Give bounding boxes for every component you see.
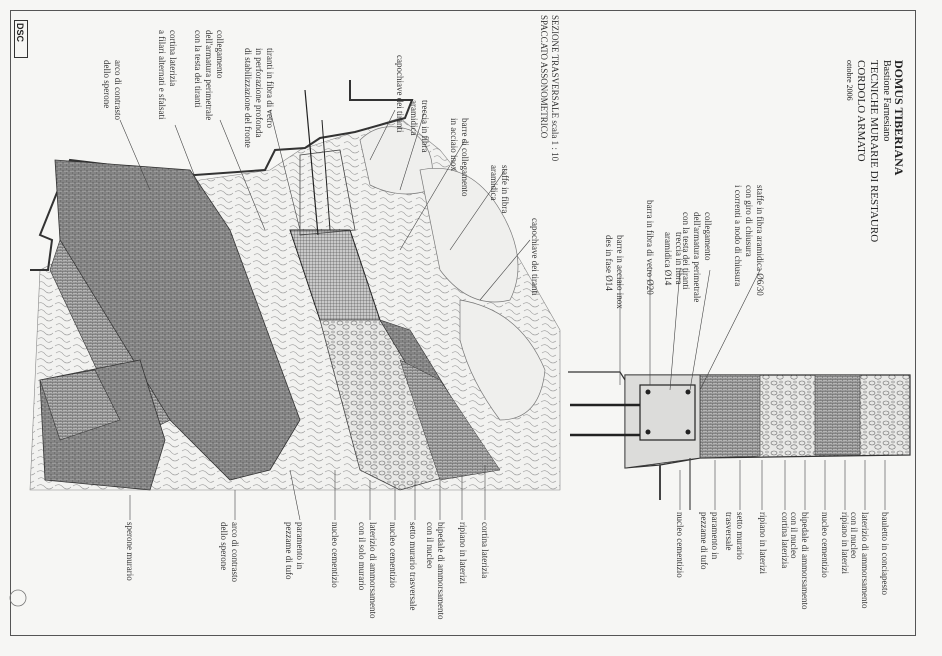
callout-label-line: bipedale di ammorsamento bbox=[800, 512, 810, 610]
callout-label: nucleo cementizio bbox=[387, 522, 398, 588]
callout-label-line: nucleo cementizio bbox=[330, 522, 340, 588]
callout-label: bauletto in conciapesto bbox=[879, 512, 890, 595]
callout-label: nucleo cementizio bbox=[819, 512, 830, 578]
callout-label-line: paramento in bbox=[710, 512, 720, 560]
callout-label-line: trasversale bbox=[724, 512, 734, 551]
callout-label-line: aramidica bbox=[489, 165, 499, 201]
callout-label-line: dello sperone bbox=[219, 522, 229, 571]
callout-label-line: pezzame di tufo bbox=[699, 512, 709, 570]
callout-label-line: ripiano in laterizi bbox=[458, 522, 468, 584]
callout-label-line: i correnti a nodo di chiusura bbox=[733, 185, 743, 287]
callout-label-line: bipedale di ammorsamento bbox=[436, 522, 446, 620]
callout-label-line: barre in acciaio inox bbox=[615, 235, 625, 309]
callout-label-line: laterizio di ammorsamento bbox=[860, 512, 870, 609]
callout-label-line: staffe in fibra bbox=[500, 165, 510, 214]
callout-label: capochiave dei tiranti bbox=[529, 218, 540, 295]
callout-label-line: arco di contrasto bbox=[113, 60, 123, 120]
callout-label-line: arco di contrasto bbox=[230, 522, 240, 582]
stamp-icon bbox=[9, 589, 27, 607]
callout-label-line: con il nucleo bbox=[789, 512, 799, 559]
callout-label-line: dell'armatura perimetrale bbox=[692, 212, 702, 303]
callout-label: barra in fibra di vetro Ø20 bbox=[644, 200, 655, 295]
cross-section-view bbox=[568, 371, 911, 510]
callout-label-line: con il nucleo bbox=[849, 512, 859, 559]
brand-logo: DSC bbox=[14, 20, 28, 58]
callout-label-line: staffe in fibra aramidica Ø6/30 bbox=[755, 185, 765, 296]
callout-label-line: barra in fibra di vetro Ø20 bbox=[645, 200, 655, 295]
callout-label: cortina laterizia bbox=[479, 522, 490, 578]
callout-label-line: con la testa dei tiranti bbox=[193, 30, 203, 108]
callout-label: nucleo cementizio bbox=[329, 522, 340, 588]
callout-label-line: treccia in fibra bbox=[420, 100, 430, 153]
callout-label-line: setto murario trasversale bbox=[408, 522, 418, 611]
callout-label-line: con il solo murario bbox=[357, 522, 367, 591]
callout-label-line: nucleo cementizio bbox=[675, 512, 685, 578]
callout-label: ripiano in laterizi bbox=[457, 522, 468, 584]
callout-label: ripiano in laterizi bbox=[757, 512, 768, 574]
callout-label: nucleo cementizio bbox=[674, 512, 685, 578]
callout-label-line: collegamento bbox=[703, 212, 713, 261]
callout-label-line: capochiave dei tiranti bbox=[530, 218, 540, 296]
callout-label-line: setto murario bbox=[735, 512, 745, 560]
callout-label-line: capochiave dei tiranti bbox=[395, 55, 405, 133]
callout-label-line: dell'armatura perimetrale bbox=[204, 30, 214, 121]
callout-label-line: in perforazione profonda bbox=[254, 48, 264, 138]
callout-label-line: barre di collegamento bbox=[460, 118, 470, 197]
section-leader-lines bbox=[619, 269, 886, 510]
callout-label-line: collegamento bbox=[215, 30, 225, 79]
callout-label-line: pezzame di tufo bbox=[284, 522, 294, 580]
callout-label-line: con la testa dei tiranti bbox=[681, 212, 691, 290]
callout-label-line: in acciaio inox bbox=[449, 118, 459, 171]
axonometric-view bbox=[29, 80, 561, 491]
sheet-frame bbox=[10, 10, 916, 636]
callout-label-line: sperone murario bbox=[125, 522, 135, 581]
callout-label-line: bauletto in conciapesto bbox=[880, 512, 890, 595]
callout-label-line: ripiano in laterizi bbox=[758, 512, 768, 574]
callout-label: setto murario trasversale bbox=[407, 522, 418, 610]
callout-label-line: nucleo cementizio bbox=[388, 522, 398, 588]
callout-label-line: cortina laterizia bbox=[168, 30, 178, 87]
callout-label-line: paramento in bbox=[295, 522, 305, 570]
axo-leader-lines bbox=[119, 109, 531, 521]
callout-label-line: laterizio di ammorsamento bbox=[368, 522, 378, 619]
callout-label-line: des in fase Ø14 bbox=[604, 235, 614, 291]
callout-label-line: con giro di chiusura bbox=[744, 185, 754, 257]
callout-label-line: dello sperone bbox=[102, 60, 112, 109]
callout-label-line: con il nucleo bbox=[425, 522, 435, 569]
callout-label-line: a filari alternati e sfalsati bbox=[157, 30, 167, 120]
callout-label-line: cortina laterizia bbox=[480, 522, 490, 579]
callout-label: capochiave dei tiranti bbox=[394, 55, 405, 132]
callout-label-line: aramidica bbox=[409, 100, 419, 136]
callout-label-line: nucleo cementizio bbox=[820, 512, 830, 578]
callout-label-line: tiranti in fibra di vetro bbox=[265, 48, 275, 128]
callout-label-line: aramidica Ø14 bbox=[663, 232, 673, 286]
callout-label: sperone murario bbox=[124, 522, 135, 581]
callout-label-line: di stabilizzazione del fronte bbox=[243, 48, 253, 148]
